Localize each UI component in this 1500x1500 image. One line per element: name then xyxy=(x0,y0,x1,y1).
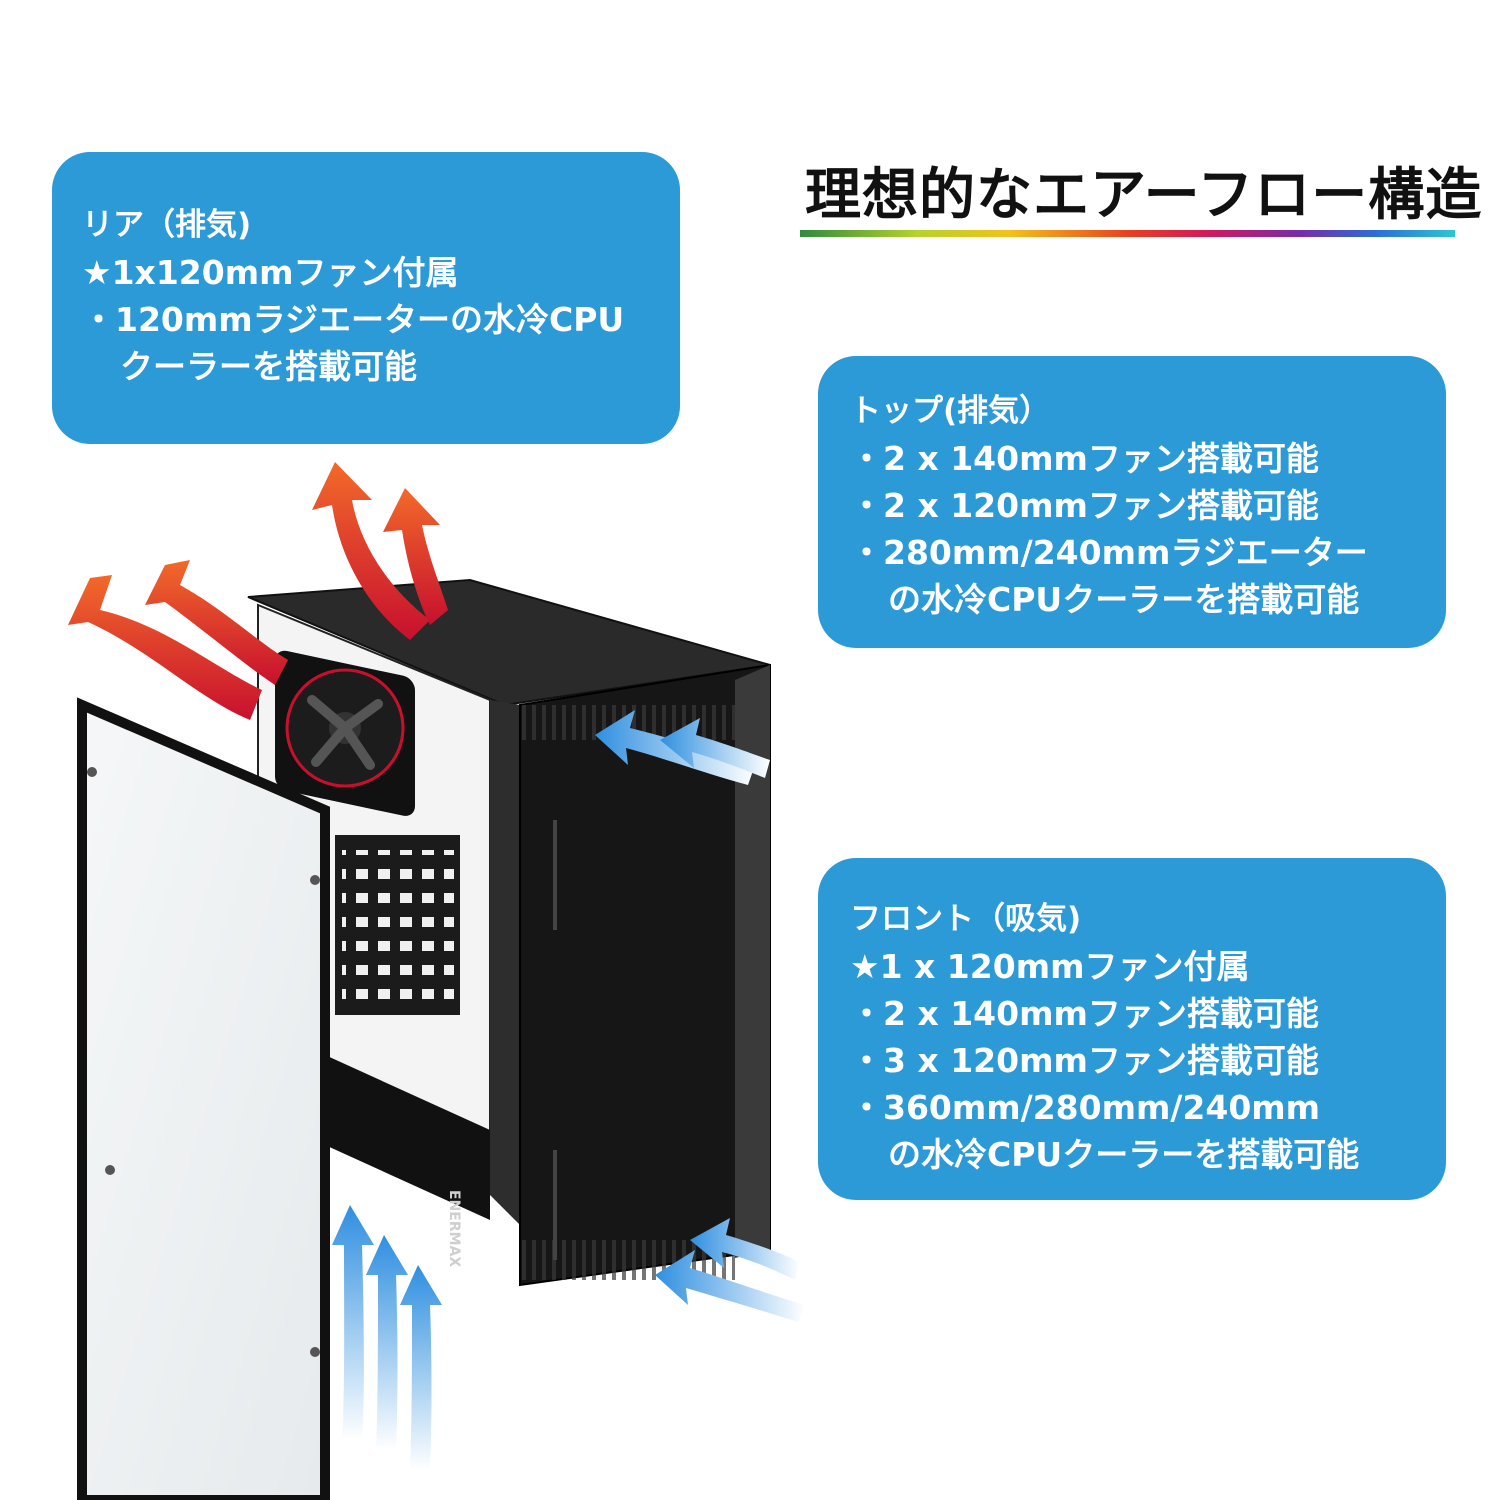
intake-arrow-top-2 xyxy=(660,718,770,778)
page-title: 理想的なエアーフロー構造 xyxy=(805,163,1483,228)
intake-arrow-bottom-1 xyxy=(655,1250,805,1322)
front-line-5: の水冷CPUクーラーを搭載可能 xyxy=(888,1135,1360,1174)
rainbow-underline xyxy=(800,230,1455,237)
rear-heading: リア（排気) xyxy=(82,207,252,243)
intake-arrow-bottom-3 xyxy=(332,1205,374,1440)
front-line-1: ★1 x 120mmファン付属 xyxy=(850,947,1250,986)
exhaust-arrows xyxy=(68,462,448,720)
front-line-2: ・2 x 140mmファン搭載可能 xyxy=(850,994,1319,1033)
top-line-3: ・280mm/240mmラジエーター xyxy=(850,533,1368,572)
front-heading: フロント（吸気) xyxy=(850,901,1082,937)
top-line-4: の水冷CPUクーラーを搭載可能 xyxy=(888,580,1360,619)
rear-line-1: ★1x120mmファン付属 xyxy=(82,253,459,292)
rear-exhaust-callout: リア（排気) ★1x120mmファン付属 ・120mmラジエーターの水冷CPU … xyxy=(52,152,680,444)
rear-line-3: クーラーを搭載可能 xyxy=(120,347,417,386)
front-intake-callout: フロント（吸気) ★1 x 120mmファン付属 ・2 x 140mmファン搭載… xyxy=(818,858,1446,1200)
intake-arrow-bottom-5 xyxy=(400,1265,442,1470)
pc-case-illustration: ENERMAX xyxy=(68,462,805,1500)
rear-fan xyxy=(275,650,415,816)
top-heading: トップ(排気） xyxy=(850,393,1051,429)
glass-side-panel xyxy=(77,697,330,1500)
exhaust-arrow-1 xyxy=(68,575,262,720)
rear-line-2: ・120mmラジエーターの水冷CPU xyxy=(82,300,625,339)
top-line-1: ・2 x 140mmファン搭載可能 xyxy=(850,439,1319,478)
exhaust-arrow-2 xyxy=(145,560,288,685)
top-exhaust-callout: トップ(排気） ・2 x 140mmファン搭載可能 ・2 x 120mmファン搭… xyxy=(818,356,1446,648)
exhaust-arrow-4 xyxy=(383,488,448,625)
case-brand-logo: ENERMAX xyxy=(446,1190,462,1267)
front-line-4: ・360mm/280mm/240mm xyxy=(850,1088,1321,1127)
case-side-body xyxy=(490,700,520,1225)
intake-arrow-bottom-2 xyxy=(690,1218,800,1280)
intake-arrows xyxy=(332,710,805,1470)
top-line-2: ・2 x 120mmファン搭載可能 xyxy=(850,486,1319,525)
front-line-3: ・3 x 120mmファン搭載可能 xyxy=(850,1041,1319,1080)
exhaust-arrow-3 xyxy=(312,462,430,640)
intake-arrow-bottom-4 xyxy=(366,1235,408,1450)
